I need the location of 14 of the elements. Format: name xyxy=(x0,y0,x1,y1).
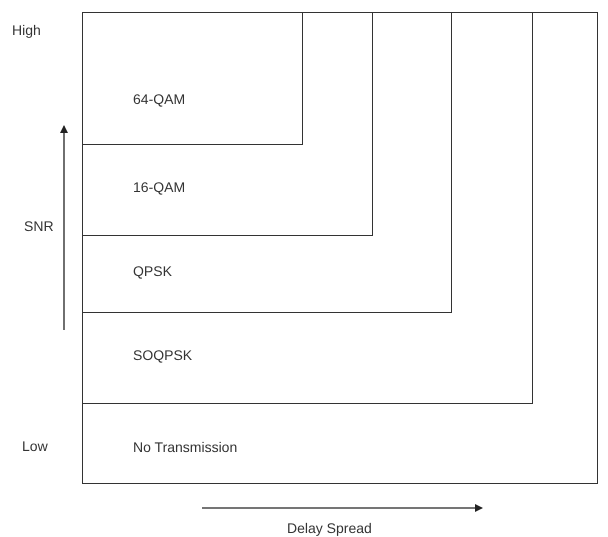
region-label: No Transmission xyxy=(133,438,238,456)
region-box xyxy=(82,12,303,145)
axis-title: SNR xyxy=(24,217,54,235)
region-label: SOQPSK xyxy=(133,346,192,364)
region-label: 64-QAM xyxy=(133,90,186,108)
region-box xyxy=(82,12,373,236)
region-box xyxy=(82,12,533,404)
axis-title: Delay Spread xyxy=(287,519,372,537)
axis-label: High xyxy=(12,21,41,39)
axis-label: Low xyxy=(22,437,48,455)
region-label: QPSK xyxy=(133,262,172,280)
region-box xyxy=(82,12,452,313)
region-box xyxy=(82,12,598,484)
region-label: 16-QAM xyxy=(133,178,186,196)
